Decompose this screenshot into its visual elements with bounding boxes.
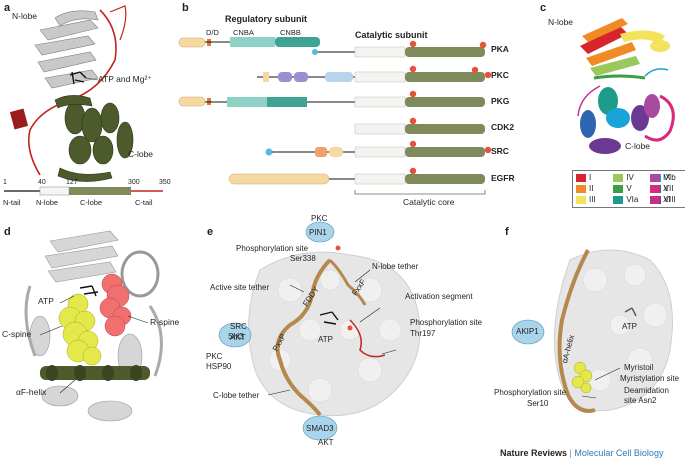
akip1-label: AKIP1 <box>516 327 539 336</box>
panel-e-label: e <box>207 226 214 238</box>
panel-a-structure <box>9 5 134 182</box>
legend-item-ix: IX <box>650 173 684 183</box>
seg-c-lobe: C-lobe <box>80 198 103 207</box>
kinase-cdk2: CDK2 <box>491 122 515 132</box>
active-site-tether-label: Active site tether <box>210 283 270 292</box>
dd-label: D/D <box>206 28 219 37</box>
tick-350: 350 <box>159 179 171 186</box>
legend-item-via: VIa <box>613 195 648 205</box>
ser338-label: Ser338 <box>290 254 316 263</box>
ser10-label: Ser10 <box>527 399 549 408</box>
panel-d-structure <box>24 230 163 422</box>
panel-a-c-lobe-label: C-lobe <box>128 149 154 159</box>
kinase-pkg: PKG <box>491 96 510 106</box>
catalytic-subunit-title: Catalytic subunit <box>355 30 428 40</box>
panel-a-atp-label: ATP and Mg²⁺ <box>98 74 152 84</box>
kinase-pkc: PKC <box>491 70 509 80</box>
sh3-label: SH3 <box>228 332 244 341</box>
hsp90-label: HSP90 <box>206 362 232 371</box>
regulatory-subunit-title: Regulatory subunit <box>225 14 308 24</box>
panel-c-label: c <box>540 2 547 14</box>
seg-n-tail: N-tail <box>3 198 21 207</box>
panel-d-atp-label: ATP <box>38 296 54 306</box>
panel-e-structure <box>218 221 421 441</box>
panel-c-n-lobe-label: N-lobe <box>548 17 574 27</box>
catalytic-core-label: Catalytic core <box>403 197 455 207</box>
myristoil-label: Myristoil <box>624 363 654 372</box>
panel-c-c-lobe-label: C-lobe <box>625 141 651 151</box>
phos-site-thr197-title: Phosphorylation site <box>410 318 483 327</box>
panel-e-pkc-label: PKC <box>311 214 328 223</box>
journal-name: Nature Reviews <box>500 448 568 458</box>
tick-127: 127 <box>66 179 78 186</box>
af-helix-label: αF-helix <box>16 387 47 397</box>
thr197-label: Thr197 <box>410 329 436 338</box>
myristylation-site-label: Myristylation site <box>620 374 680 383</box>
legend-item-x: X <box>650 184 684 194</box>
legend-item-iii: III <box>576 195 611 205</box>
legend-item-v: V <box>613 184 648 194</box>
panel-f-structure <box>511 249 673 413</box>
panel-a-sequence-bar <box>4 186 163 196</box>
panel-e-akt2-label: AKT <box>318 438 334 447</box>
kinase-pka: PKA <box>491 44 509 54</box>
panel-e-akt-label: AKT <box>230 333 246 342</box>
phos-site-ser338-title: Phosphorylation site <box>236 244 309 253</box>
asn2-label: site Asn2 <box>624 396 657 405</box>
c-spine-label: C-spine <box>2 329 32 339</box>
panel-a-label: a <box>4 2 11 14</box>
panel-a-n-lobe-label: N-lobe <box>12 11 38 21</box>
subjournal-name: Molecular Cell Biology <box>574 448 664 458</box>
panel-f-phos-site-title: Phosphorylation site <box>494 388 567 397</box>
journal-separator: | <box>569 448 572 458</box>
panel-b-domain-diagram <box>178 37 492 195</box>
tick-300: 300 <box>128 179 140 186</box>
panel-e-atp-label: ATP <box>318 335 333 344</box>
cnbb-label: CNBB <box>280 28 301 37</box>
panel-f-atp-label: ATP <box>622 322 637 331</box>
tick-40: 40 <box>38 179 46 186</box>
panel-c-legend-col4: IX X XI <box>650 170 684 205</box>
panel-d-label: d <box>4 226 11 238</box>
tick-1: 1 <box>3 179 7 186</box>
smad3-label: SMAD3 <box>306 424 334 433</box>
seg-n-lobe: N-lobe <box>36 198 59 207</box>
journal-footer: Nature Reviews | Molecular Cell Biology <box>500 448 663 458</box>
panel-f-label: f <box>505 226 509 238</box>
c-lobe-tether-label: C-lobe tether <box>213 391 260 400</box>
legend-item-iv: IV <box>613 173 648 183</box>
kinase-egfr: EGFR <box>491 173 515 183</box>
panel-c-rainbow-structure <box>577 18 675 154</box>
n-lobe-tether-label: N-lobe tether <box>372 262 419 271</box>
deamidation-label: Deamidation <box>624 386 669 395</box>
legend-item-ii: II <box>576 184 611 194</box>
activation-segment-label: Activation segment <box>405 292 473 301</box>
legend-item-xi: XI <box>650 195 684 205</box>
panel-b-label: b <box>182 2 189 14</box>
pin1-label: PIN1 <box>309 228 327 237</box>
kinase-src: SRC <box>491 146 509 156</box>
panel-e-src-label: SRC <box>230 322 247 331</box>
panel-e-pkc2-label: PKC <box>206 352 223 361</box>
seg-c-tail: C-tail <box>135 198 153 207</box>
r-spine-label: R-spine <box>150 317 180 327</box>
legend-item-i: I <box>576 173 611 183</box>
cnba-label: CNBA <box>233 28 254 37</box>
